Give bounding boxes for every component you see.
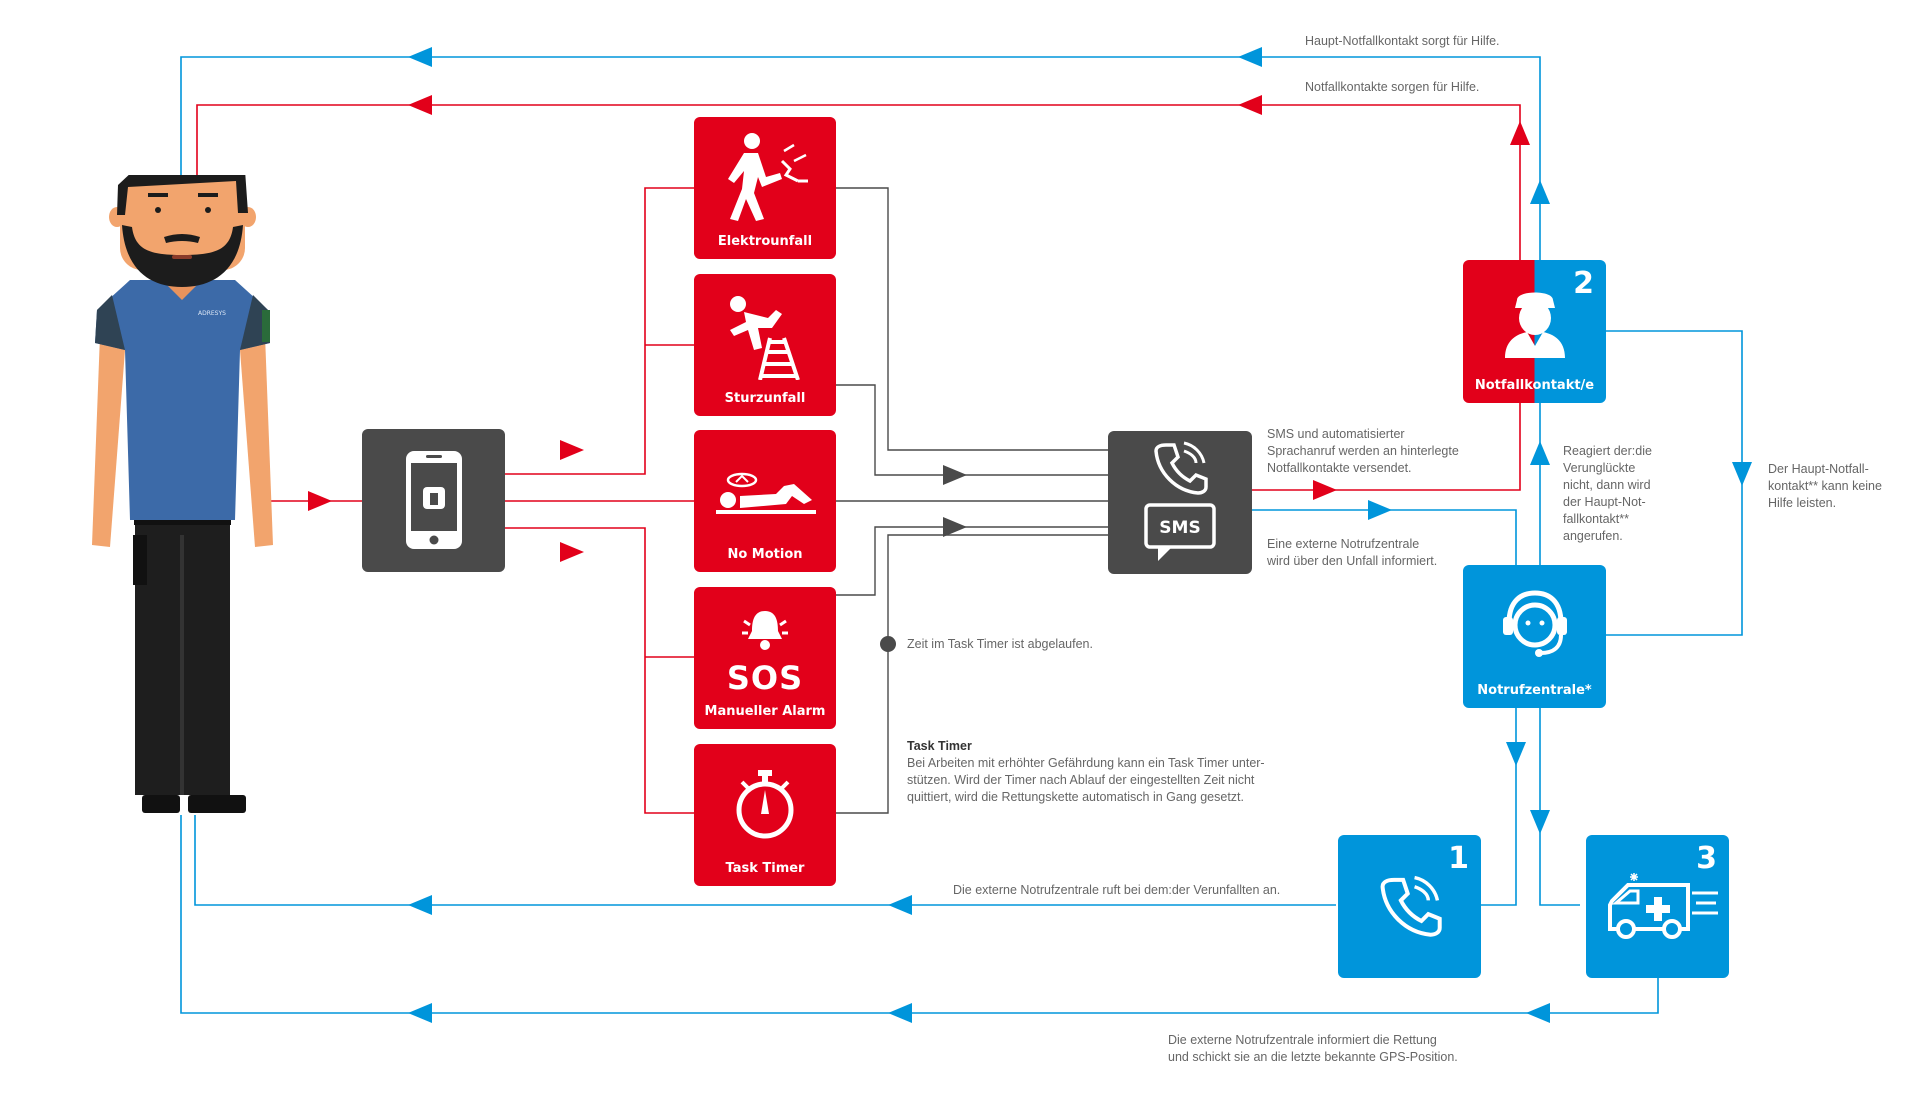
red-top-line: [196, 104, 1521, 260]
notfallkontakt-box: 2 Notfallkontakt/e: [1463, 260, 1606, 403]
stopwatch-icon: [736, 770, 794, 839]
shirt-brand: ADRESYS: [198, 310, 226, 317]
contact-label: Notfallkontakt/e: [1474, 378, 1595, 393]
incident-label: No Motion: [727, 547, 803, 562]
smartphone-icon: [406, 451, 462, 549]
red-phone-to-incidents: [505, 187, 694, 814]
note-reagiert: Reagiert der:die Verunglückte nicht, dan…: [1563, 444, 1652, 543]
incident-elektrounfall: Elektrounfall: [694, 117, 836, 259]
shirt: [95, 280, 270, 520]
face: [120, 175, 245, 270]
note-haupt-keine: Der Haupt-Notfall- kontakt** kann keine …: [1768, 462, 1882, 510]
grey-incidents-to-comm: [836, 187, 1108, 814]
phone-call-icon: [1380, 875, 1442, 937]
note-haupt-hilfe: Haupt-Notfallkontakt sorgt für Hilfe.: [1305, 34, 1500, 48]
note-rettung: Die externe Notrufzentrale informiert di…: [1168, 1033, 1458, 1064]
task-timer-title: Task Timer: [907, 739, 972, 753]
note-extern-info: Eine externe Notrufzentrale wird über de…: [1267, 537, 1438, 568]
rescue-box: 3: [1586, 835, 1729, 978]
step-number: 1: [1448, 841, 1469, 876]
task-timer-note: Task Timer Bei Arbeiten mit erhöhter Gef…: [907, 721, 1265, 823]
alarm-device-box: [362, 429, 505, 572]
step-number: 2: [1573, 266, 1594, 301]
task-timer-body: Bei Arbeiten mit erhöhter Gefährdung kan…: [907, 756, 1265, 804]
ladder-fall-icon: [730, 296, 800, 380]
incident-label: Sturzunfall: [724, 391, 806, 406]
blue-mid-line: [194, 815, 1336, 906]
left-arm: [92, 335, 125, 547]
note-kontakte-hilfe: Notfallkontakte sorgen für Hilfe.: [1305, 80, 1480, 94]
right-arm: [240, 335, 273, 547]
notrufzentrale-box: Notrufzentrale*: [1463, 565, 1606, 708]
step-number: 3: [1696, 841, 1717, 876]
worker-icon: [1505, 292, 1565, 358]
incident-manueller-alarm: SOS Manueller Alarm: [694, 587, 836, 729]
sms-bubble-icon: [1144, 503, 1216, 561]
call-box: 1: [1338, 835, 1481, 978]
incident-label: Elektrounfall: [717, 234, 813, 249]
hair: [117, 175, 248, 215]
headset-operator-icon: [1503, 590, 1567, 657]
note-ruft-an: Die externe Notrufzentrale ruft bei dem:…: [953, 883, 1281, 897]
phone-ring-icon: [1154, 441, 1208, 495]
communication-box: SMS: [1108, 431, 1252, 574]
incident-task-timer: Task Timer: [694, 744, 836, 886]
contact-label: Notrufzentrale*: [1477, 683, 1592, 698]
sms-label: SMS: [1159, 518, 1201, 538]
ambulance-icon: [1608, 873, 1718, 939]
blue-zentrale-down: [1539, 705, 1580, 906]
sos-text: SOS: [726, 659, 804, 697]
incident-label: Manueller Alarm: [704, 704, 826, 719]
blue-bottom-line: [180, 815, 1659, 1014]
red-sms-to-contact: [1248, 400, 1521, 491]
lying-person-icon: [716, 472, 816, 514]
right-shoe: [188, 795, 246, 813]
worker-figure: ADRESYS: [92, 175, 273, 813]
sos-bell-icon: [742, 611, 788, 650]
electric-shock-icon: [728, 133, 808, 221]
left-shoe: [142, 795, 180, 813]
note-timer-elapsed: Zeit im Task Timer ist abgelaufen.: [907, 637, 1093, 651]
incident-label: Task Timer: [725, 861, 805, 876]
timer-elapsed-dot: [880, 636, 896, 652]
note-sms-info: SMS und automatisierter Sprachanruf werd…: [1267, 427, 1459, 475]
belt-pouch: [133, 535, 147, 585]
incident-no-motion: No Motion: [694, 430, 836, 572]
incident-sturzunfall: Sturzunfall: [694, 274, 836, 416]
